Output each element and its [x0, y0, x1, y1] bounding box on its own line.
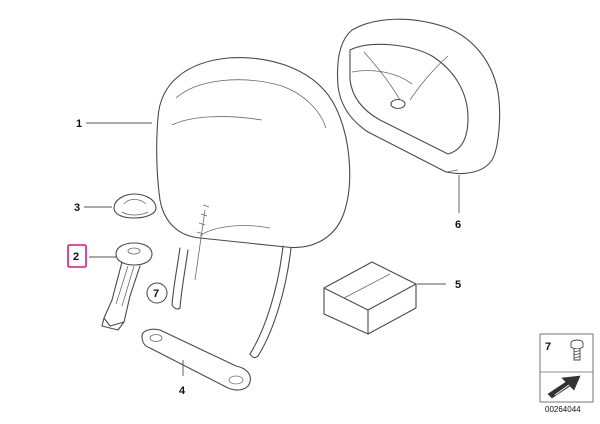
callout-6[interactable]: 6 — [455, 219, 461, 231]
cap-part-3[interactable] — [113, 193, 157, 219]
legend-box: 7 — [539, 333, 594, 403]
callout-2-highlighted[interactable]: 2 — [67, 244, 87, 268]
svg-text:5: 5 — [455, 279, 461, 291]
drawing-code: 00264044 — [545, 405, 581, 414]
headrest-part-1[interactable] — [156, 57, 351, 359]
highlight-box — [67, 244, 87, 268]
box-part-5[interactable] — [323, 261, 417, 335]
bracket-part-4[interactable] — [141, 328, 251, 391]
svg-text:4: 4 — [179, 385, 186, 397]
callout-1[interactable]: 1 — [76, 118, 82, 130]
svg-text:6: 6 — [455, 219, 461, 231]
svg-text:1: 1 — [76, 118, 82, 130]
screw-icon — [570, 339, 584, 361]
headrest-cover-part-6[interactable] — [336, 18, 501, 175]
callout-3[interactable]: 3 — [74, 202, 80, 214]
legend-number: 7 — [545, 341, 551, 353]
svg-text:2: 2 — [73, 251, 79, 263]
callout-7-circled[interactable]: 7 — [146, 282, 168, 304]
guide-sleeve-part-2[interactable] — [101, 242, 153, 331]
callout-4[interactable]: 4 — [179, 385, 186, 397]
svg-text:3: 3 — [74, 202, 80, 214]
direction-arrow-icon — [540, 371, 593, 399]
svg-text:7: 7 — [153, 288, 159, 300]
callout-5[interactable]: 5 — [455, 279, 461, 291]
leader-lines — [84, 122, 460, 376]
